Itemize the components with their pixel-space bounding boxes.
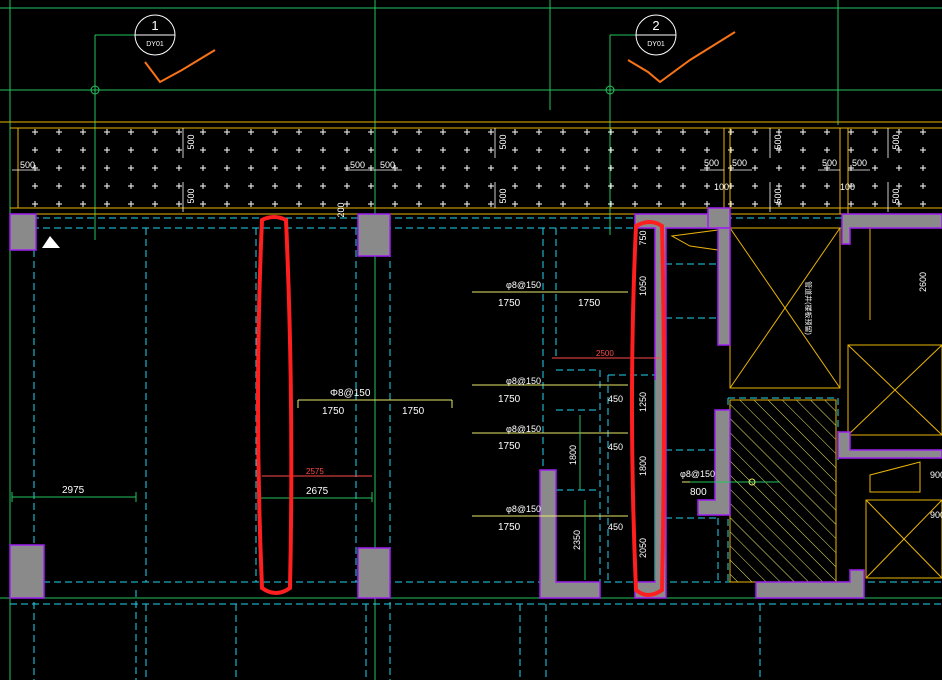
columns (9, 207, 942, 599)
dim-500: 500 (773, 188, 783, 203)
dim-450: 450 (608, 442, 623, 452)
facade-band (0, 121, 942, 215)
rebar-spec: Φ8@150 (330, 388, 371, 399)
rebar-spec: φ8@150 (506, 280, 541, 290)
rebar-spec: φ8@150 (506, 504, 541, 514)
dim-500: 500 (891, 134, 901, 149)
leader-mark (627, 31, 736, 84)
dim-800: 800 (690, 487, 707, 498)
dim-1750: 1750 (322, 406, 345, 417)
band-dimensions: 500 500 500 500 500 500 500 500 500 500 … (12, 128, 901, 218)
dim-500: 500 (891, 188, 901, 203)
dim-1750: 1750 (498, 522, 521, 533)
dim-2675: 2675 (306, 486, 329, 497)
highlight-loop (256, 215, 294, 595)
dim-1050: 1050 (638, 276, 648, 296)
dim-750: 750 (638, 230, 648, 245)
rebar-spec: φ8@150 (680, 469, 715, 479)
dim-450: 450 (608, 522, 623, 532)
dim-500: 500 (498, 188, 508, 203)
dim-500: 500 (852, 158, 867, 168)
rebar-spec: φ8@150 (506, 424, 541, 434)
axis-marker-1: 1 DY01 (134, 14, 216, 84)
hatched-shaft (729, 399, 837, 583)
highlight-loop (630, 220, 666, 597)
dim-450: 450 (608, 394, 623, 404)
dim-2575: 2575 (306, 467, 324, 476)
dimensions: 2975 2675 2575 2500 1800 2350 1250 1800 … (11, 230, 942, 580)
dim-2050: 2050 (638, 538, 648, 558)
dim-100: 100 (840, 182, 855, 192)
dim-500: 500 (380, 160, 395, 170)
dim-1250: 1250 (638, 392, 648, 412)
leader-lines (690, 478, 780, 486)
dim-2350: 2350 (572, 530, 582, 550)
dim-1800: 1800 (638, 456, 648, 476)
axis-marker-2-number: 2 (652, 18, 659, 33)
dim-500: 500 (704, 158, 719, 168)
dim-500: 500 (822, 158, 837, 168)
rebar-spec: φ8@150 (506, 376, 541, 386)
rebar-callouts: Φ8@150 1750 1750 φ8@150 1750 1750 φ8@150… (297, 280, 776, 533)
dim-900: 900 (930, 510, 942, 520)
dim-2975: 2975 (62, 485, 85, 496)
dim-2500: 2500 (596, 349, 614, 358)
axis-marker-2: 2 DY01 (627, 14, 736, 84)
axis-marker-2-code: DY01 (647, 41, 665, 48)
dim-1750: 1750 (498, 298, 521, 309)
shaft-label: 管道井(楼板预留) (804, 281, 813, 335)
dim-500: 500 (498, 134, 508, 149)
dim-900: 900 (930, 470, 942, 480)
dim-500: 500 (350, 160, 365, 170)
dim-200: 200 (336, 202, 346, 217)
dim-1750: 1750 (578, 298, 601, 309)
dim-2600: 2600 (918, 272, 928, 292)
dim-100: 100 (714, 182, 729, 192)
dim-500: 500 (186, 188, 196, 203)
dim-1800: 1800 (568, 445, 578, 465)
dim-500: 500 (186, 134, 196, 149)
elevation-marker-icon (42, 236, 60, 248)
axis-marker-1-number: 1 (151, 18, 158, 33)
dim-1750: 1750 (402, 406, 425, 417)
highlight-annotations (256, 215, 666, 597)
dim-1750: 1750 (498, 394, 521, 405)
axis-marker-1-code: DY01 (146, 41, 164, 48)
dim-500: 500 (20, 160, 35, 170)
leader-mark (144, 49, 216, 84)
dim-500: 500 (732, 158, 747, 168)
dim-1750: 1750 (498, 441, 521, 452)
dim-500: 500 (773, 134, 783, 149)
